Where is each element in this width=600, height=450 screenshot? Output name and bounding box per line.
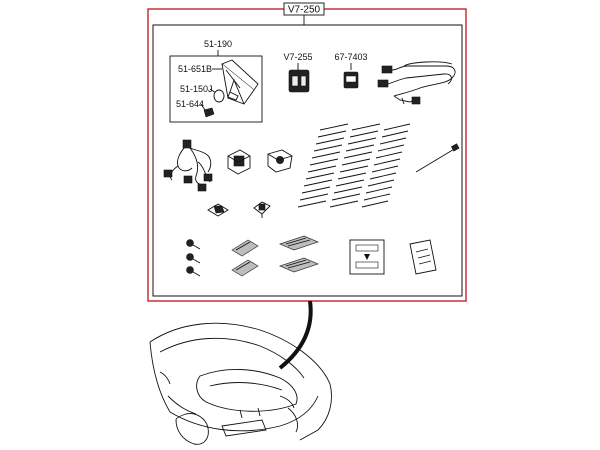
tape-strip-upper <box>231 239 259 257</box>
vehicle-rear-illustration <box>149 322 332 445</box>
manual <box>409 239 437 275</box>
sensor-housing-left <box>227 149 251 175</box>
part-label-bracket-group: 51-190 <box>204 39 232 49</box>
mount-base <box>207 203 229 217</box>
adhesive-pad-upper <box>279 235 319 251</box>
cable-tie-bundle-3 <box>361 123 411 208</box>
part-label-connector: 67-7403 <box>334 52 367 62</box>
kit-label: V7-250 <box>288 5 321 16</box>
sensor-harness <box>163 139 213 192</box>
leader-line <box>278 300 313 370</box>
tape-strip-lower <box>231 259 259 277</box>
wiring-harness <box>377 61 456 105</box>
part-label-bracket: 51-651B <box>178 64 212 74</box>
bracket-group-box <box>169 55 263 123</box>
cap <box>213 89 225 103</box>
part-label-clip: 51-644 <box>176 99 204 109</box>
switch <box>288 69 310 93</box>
part-label-cap: 51-150J <box>180 84 213 94</box>
clip <box>203 107 215 118</box>
part-label-switch: V7-255 <box>283 52 312 62</box>
sensor-housing-right <box>267 149 293 173</box>
cable-tie-bundle-1 <box>297 123 349 208</box>
mounting-bracket <box>221 59 259 105</box>
instruction-sheet <box>349 239 385 275</box>
cable-tie-long <box>415 143 460 173</box>
screws <box>186 239 201 277</box>
fuse <box>253 201 271 218</box>
connector <box>343 71 359 89</box>
cable-tie-bundle-2 <box>329 123 381 208</box>
kit-inner-frame <box>152 24 463 297</box>
adhesive-pad-lower <box>279 257 319 273</box>
